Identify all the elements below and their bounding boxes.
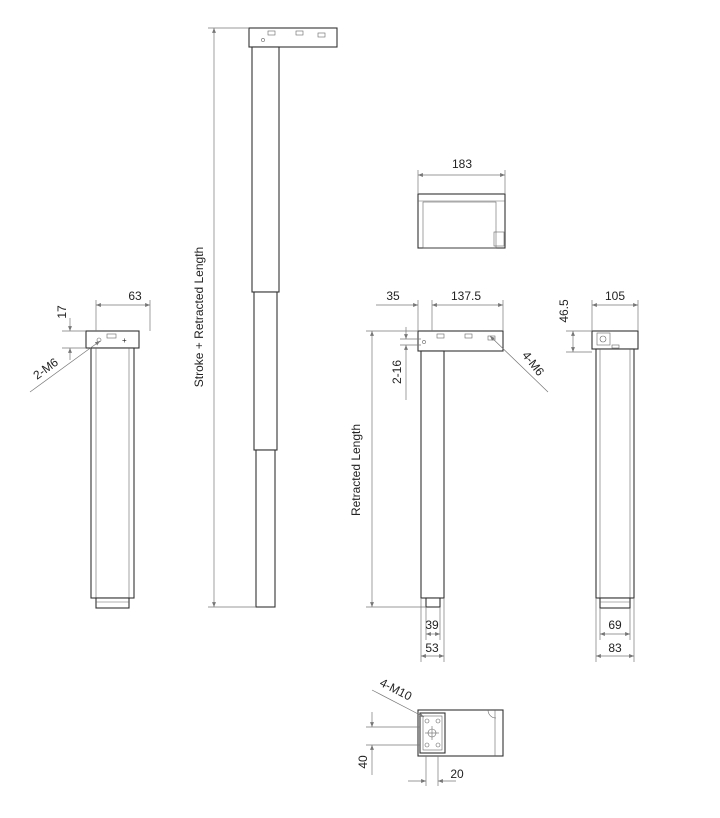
front-leg-tube: [420, 350, 445, 599]
left-bracket-slot: [106, 333, 117, 339]
left-side-view: + 63 17 2-M6: [29, 289, 151, 609]
right-outer-label: 83: [608, 641, 622, 655]
center-top-bracket: [248, 27, 338, 48]
front-offset-label: 35: [386, 289, 400, 303]
left-holes-leader: [29, 340, 101, 393]
bottom-height-label: 40: [356, 755, 370, 769]
right-inner-label: 69: [608, 618, 622, 632]
left-width-label: 63: [128, 289, 142, 303]
center-lower-tube: [255, 449, 276, 608]
front-holes-leader: [489, 335, 549, 393]
left-holes-label: 2-M6: [30, 355, 61, 383]
right-side-view: 105 46.5 69 83: [557, 289, 639, 662]
top-box-view: 183: [417, 157, 506, 249]
left-leg-foot: [95, 597, 130, 609]
front-leg-foot: [425, 597, 441, 608]
right-width-label: 105: [605, 289, 625, 303]
bottom-view: 4-M10 40 20: [356, 675, 504, 786]
left-leg-tube: [90, 347, 135, 599]
front-top-bracket: [417, 330, 504, 352]
svg-text:+: +: [122, 336, 127, 345]
right-leg-foot: [599, 597, 631, 609]
top-box-outline: [417, 193, 506, 249]
top-box-width-label: 183: [452, 157, 472, 171]
stroke-length-label: Stroke + Retracted Length: [192, 247, 206, 387]
front-inner-label: 39: [425, 618, 439, 632]
center-middle-tube: [253, 291, 278, 451]
bottom-holes-leader: [371, 689, 425, 718]
center-extended-view: Stroke + Retracted Length: [192, 27, 338, 608]
front-outer-label: 53: [425, 641, 439, 655]
retracted-length-label: Retracted Length: [349, 424, 363, 516]
left-height-label: 17: [55, 305, 69, 319]
right-height-label: 46.5: [557, 299, 571, 323]
right-leg-tube: [595, 348, 635, 599]
right-top-bracket: [591, 330, 639, 350]
front-width-label: 137.5: [451, 289, 481, 303]
front-holes-label: 4-M6: [519, 348, 547, 378]
bottom-holes-label: 4-M10: [377, 675, 414, 703]
center-upper-tube: [251, 46, 280, 293]
front-retracted-view: 35 137.5 2-16 4-M6 Retracted Length 39 5…: [349, 289, 549, 662]
front-slot-label: 2-16: [390, 360, 404, 384]
bottom-width-label: 20: [450, 767, 464, 781]
